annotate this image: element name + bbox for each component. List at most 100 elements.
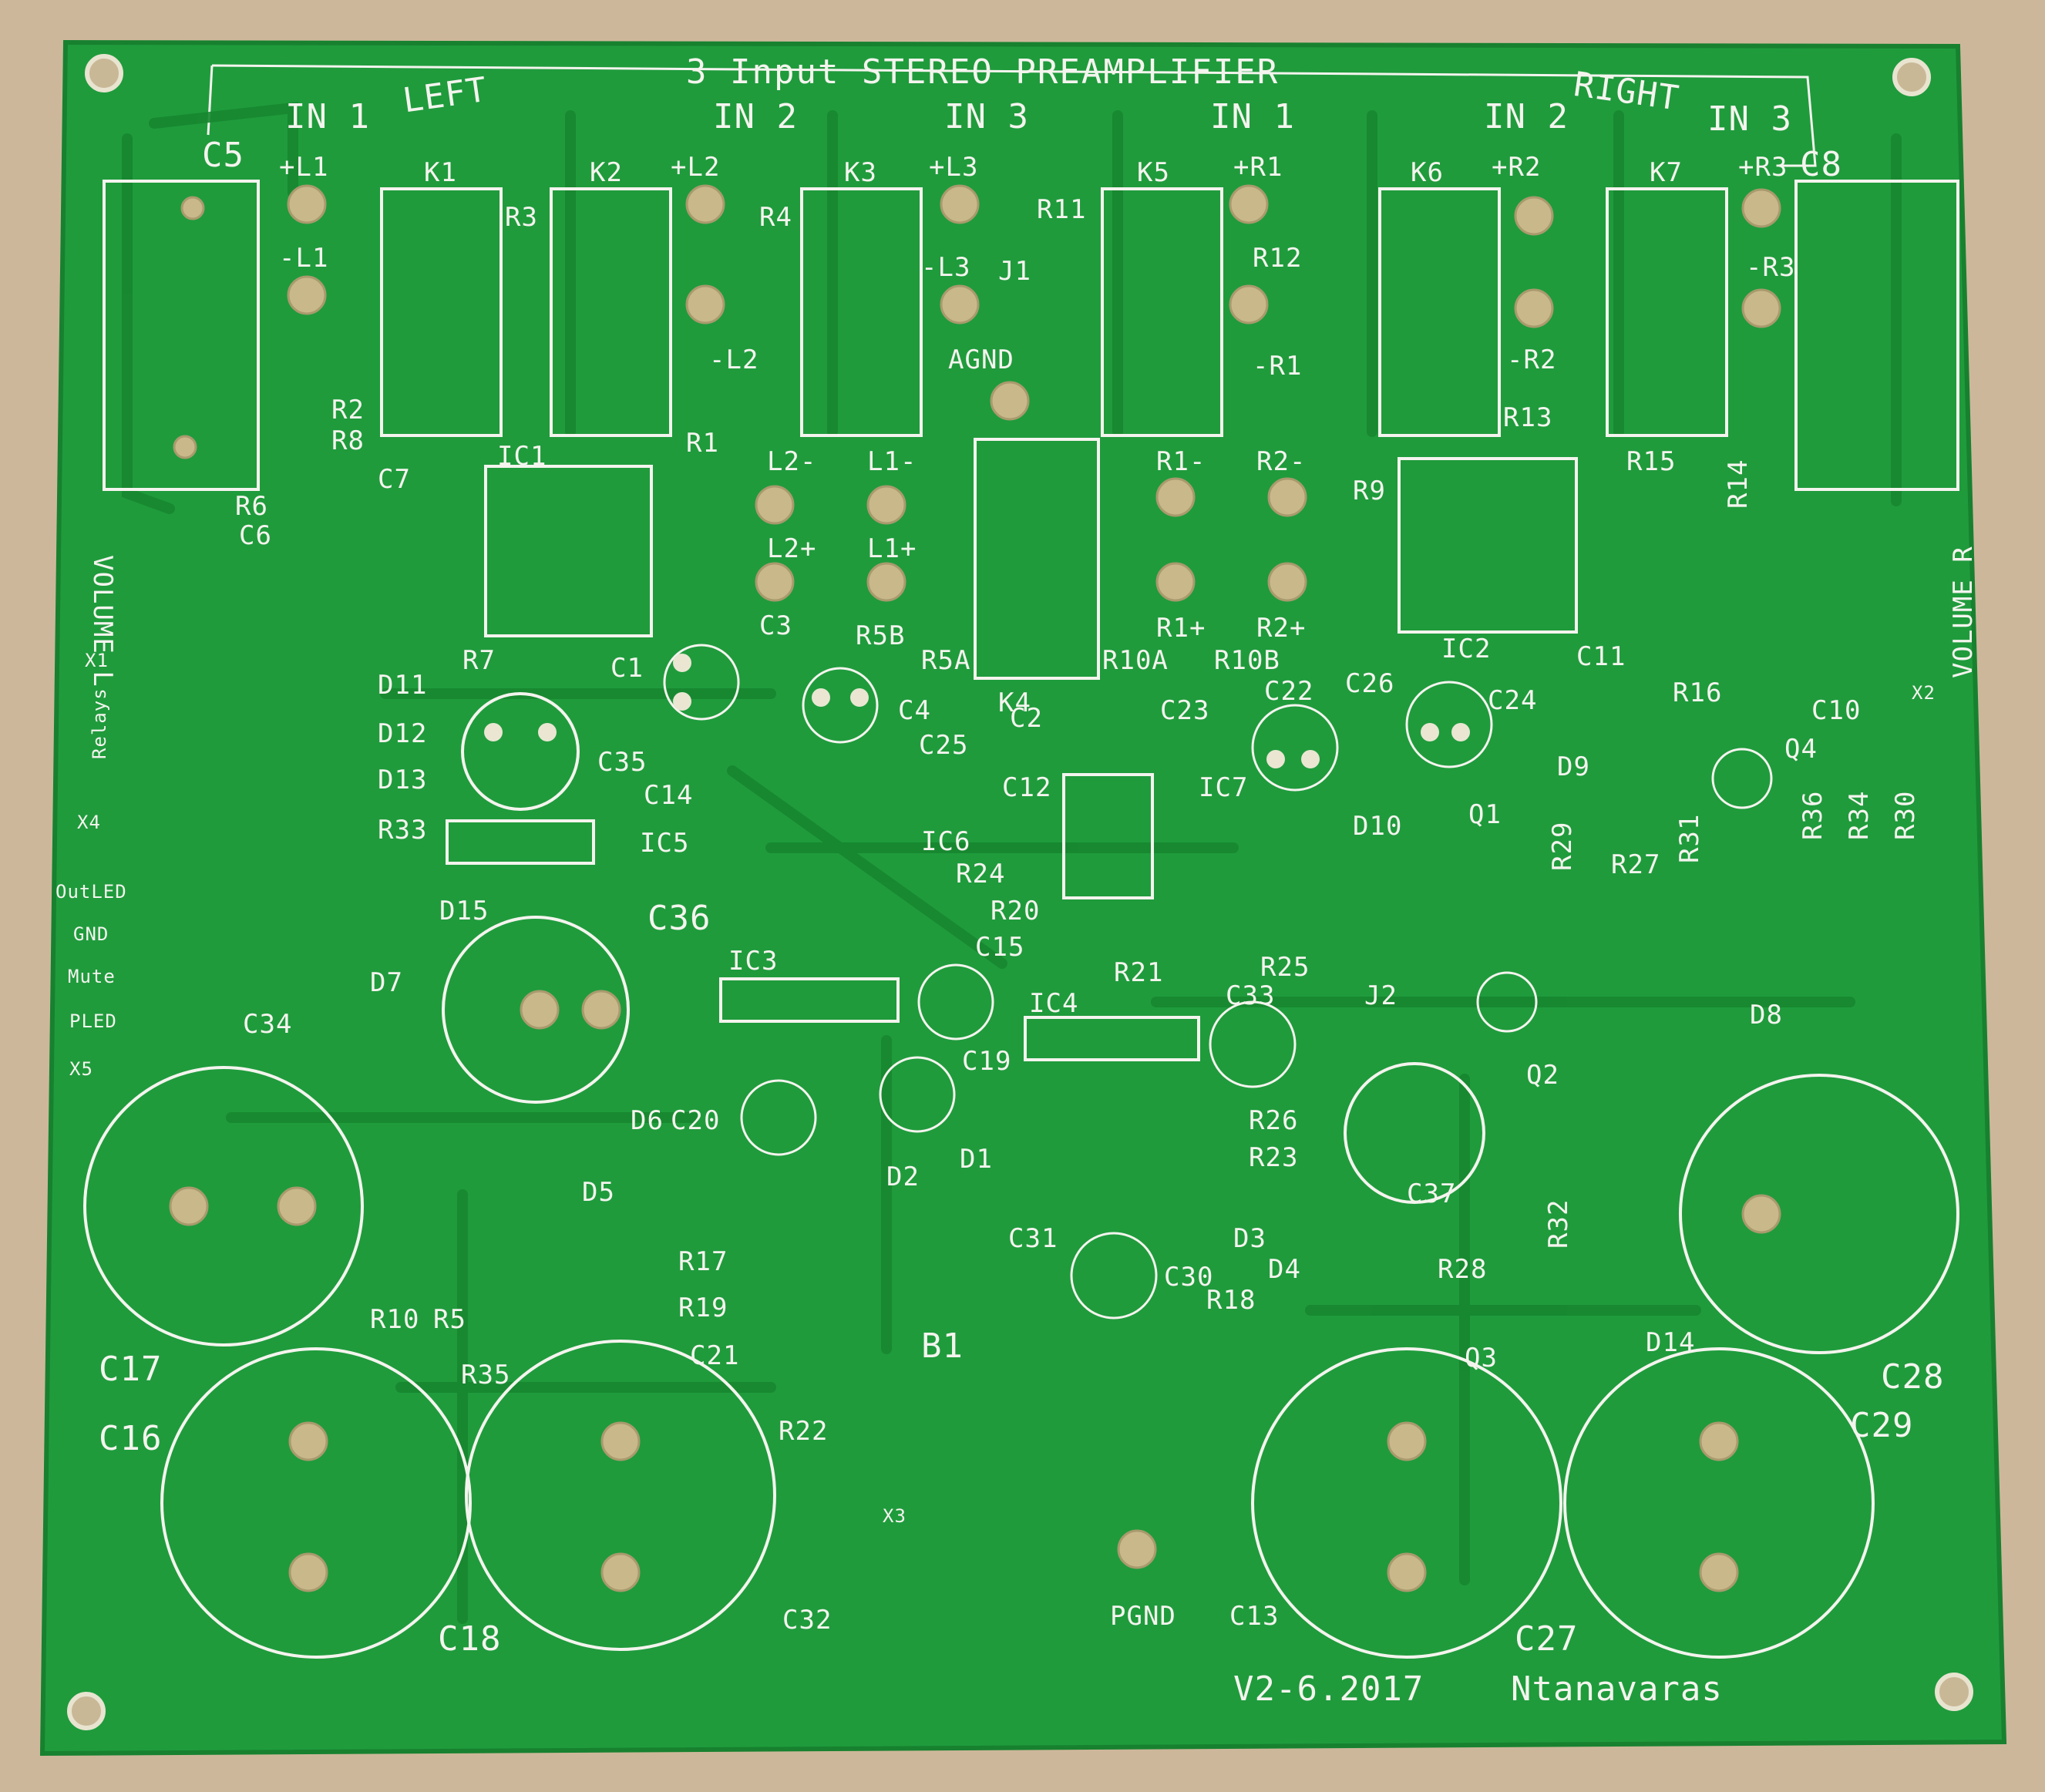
part-r1p: R1+ [1156,613,1206,644]
part-r34: R34 [1844,790,1875,840]
part-pl2: +L2 [671,152,721,183]
part-c15: C15 [975,932,1025,963]
part-r5a: R5A [921,645,971,676]
board-version: V2-6.2017 [1233,1669,1424,1709]
part-k2: K2 [590,157,623,188]
part-c12: C12 [1002,772,1052,803]
part-mr2: -R2 [1507,345,1557,375]
part-c20: C20 [671,1105,721,1136]
part-c37: C37 [1407,1178,1457,1209]
part-c23: C23 [1160,695,1210,726]
part-r11: R11 [1037,194,1087,225]
part-k7: K7 [1650,157,1683,188]
part-j2: J2 [1364,980,1398,1011]
part-r27: R27 [1611,849,1661,880]
part-r2p: R2+ [1256,613,1307,644]
pads [169,184,1781,1592]
part-j1: J1 [998,256,1031,287]
label-in1-right: IN 1 [1210,97,1295,136]
part-r35: R35 [461,1360,511,1390]
part-c26: C26 [1345,668,1395,699]
part-pl1: +L1 [279,152,329,183]
label-relays: Relays [89,688,110,759]
part-r12: R12 [1253,243,1303,274]
part-r9: R9 [1353,476,1386,506]
part-c35: C35 [597,747,647,778]
label-in3-right: IN 3 [1707,99,1792,139]
through-holes [484,654,1470,768]
part-l1p: L1+ [867,533,917,564]
part-d2: D2 [886,1162,920,1192]
part-c29: C29 [1850,1406,1914,1445]
part-d11: D11 [378,670,428,701]
part-c6: C6 [239,520,272,551]
part-ic7: IC7 [1199,772,1249,803]
part-q3: Q3 [1465,1343,1498,1373]
part-d1: D1 [960,1144,993,1175]
part-ic6: IC6 [921,826,971,857]
part-k6: K6 [1411,157,1444,188]
part-pr2: +R2 [1492,152,1542,183]
part-d3: D3 [1233,1223,1266,1254]
part-c32: C32 [782,1605,832,1636]
part-c5: C5 [202,136,244,175]
part-l2p: L2+ [767,533,817,564]
part-r10b: R10B [1214,645,1280,676]
part-r28: R28 [1438,1254,1488,1285]
part-c30: C30 [1164,1262,1214,1293]
label-in2-left: IN 2 [713,97,798,136]
part-r33: R33 [378,815,428,846]
part-r7: R7 [462,645,496,676]
part-c33: C33 [1226,980,1276,1011]
part-r21: R21 [1114,957,1164,988]
part-c36: C36 [647,899,711,938]
part-c7: C7 [378,464,411,495]
part-ml2: -L2 [709,345,759,375]
part-c24: C24 [1488,685,1538,716]
part-c22: C22 [1264,676,1314,707]
part-c19: C19 [962,1046,1012,1077]
part-c21: C21 [690,1340,740,1371]
part-r30: R30 [1890,790,1921,840]
part-ic1: IC1 [497,441,547,472]
part-r17: R17 [678,1246,728,1277]
part-ic3: IC3 [728,946,779,977]
part-d9: D9 [1557,751,1590,782]
part-c13: C13 [1229,1601,1280,1632]
part-x5: X5 [69,1058,93,1080]
part-r10: R10 [370,1304,420,1335]
part-x4: X4 [77,812,101,833]
part-r2: R2 [331,395,365,425]
part-d6: D6 [631,1105,664,1136]
part-c8: C8 [1800,145,1842,184]
part-ic4: IC4 [1029,988,1079,1019]
part-ic2: IC2 [1441,634,1492,664]
part-r3: R3 [505,202,538,233]
part-k4: K4 [998,688,1031,718]
part-k1: K1 [424,157,457,188]
part-d12: D12 [378,718,428,749]
part-d4: D4 [1268,1254,1301,1285]
part-r31: R31 [1674,813,1705,863]
part-r22: R22 [779,1416,829,1447]
part-r14: R14 [1723,459,1754,509]
part-b1: B1 [921,1326,964,1366]
part-q4: Q4 [1784,734,1818,765]
part-c3: C3 [759,610,792,641]
traces [122,102,1902,1624]
part-r8: R8 [331,425,365,456]
part-mr3: -R3 [1746,252,1796,283]
part-c10: C10 [1811,695,1862,726]
part-q1: Q1 [1468,799,1502,830]
ic-outlines [446,457,1578,1061]
part-c31: C31 [1008,1223,1058,1254]
part-r5b: R5B [856,620,906,651]
part-c27: C27 [1515,1619,1579,1659]
part-c16: C16 [99,1419,163,1458]
part-r32: R32 [1543,1199,1574,1249]
part-c18: C18 [438,1619,502,1659]
part-r5: R5 [433,1304,466,1335]
part-ml1: -L1 [279,243,329,274]
part-c34: C34 [243,1009,293,1040]
